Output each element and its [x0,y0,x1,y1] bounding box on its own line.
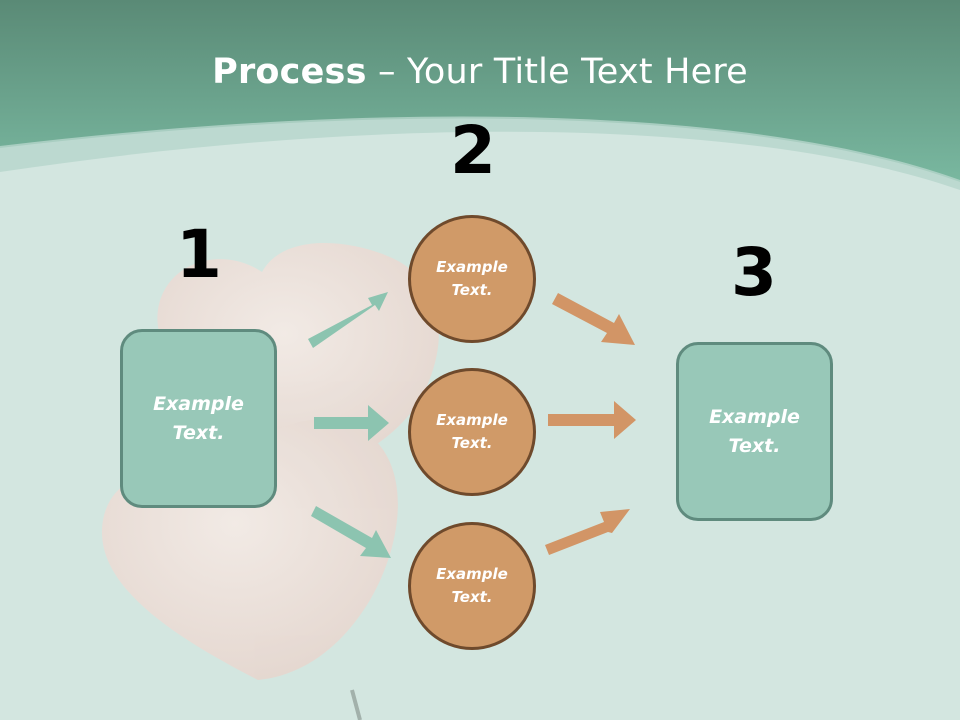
step-2-number: 2 [450,112,496,189]
step-2-circle-middle: Example Text. [408,368,536,496]
header-band [0,0,960,182]
arrow-box1-to-top [308,292,388,348]
step-1-number: 1 [176,216,222,293]
circle-bottom-text: Example Text. [436,565,508,606]
circle-top-text: Example Text. [436,258,508,299]
step-1-text: Example Text. [153,392,244,444]
step-3-number: 3 [731,234,777,311]
step-2-circle-top: Example Text. [408,215,536,343]
arrow-top-to-box3 [552,293,635,345]
header-band-highlight [0,116,960,190]
title-bold: Process [212,52,367,92]
step-2-circle-bottom: Example Text. [408,522,536,650]
arrow-bottom-to-box3 [545,509,630,555]
step-3-text: Example Text. [709,405,800,457]
slide-title: Process – Your Title Text Here [0,52,960,92]
arrow-box1-to-bottom [311,506,391,558]
arrow-box1-to-middle [314,405,389,441]
title-rest: – Your Title Text Here [366,52,748,92]
step-3-box: Example Text. [676,342,833,521]
step-1-box: Example Text. [120,329,277,508]
circle-middle-text: Example Text. [436,411,508,452]
arrow-middle-to-box3 [548,401,636,439]
